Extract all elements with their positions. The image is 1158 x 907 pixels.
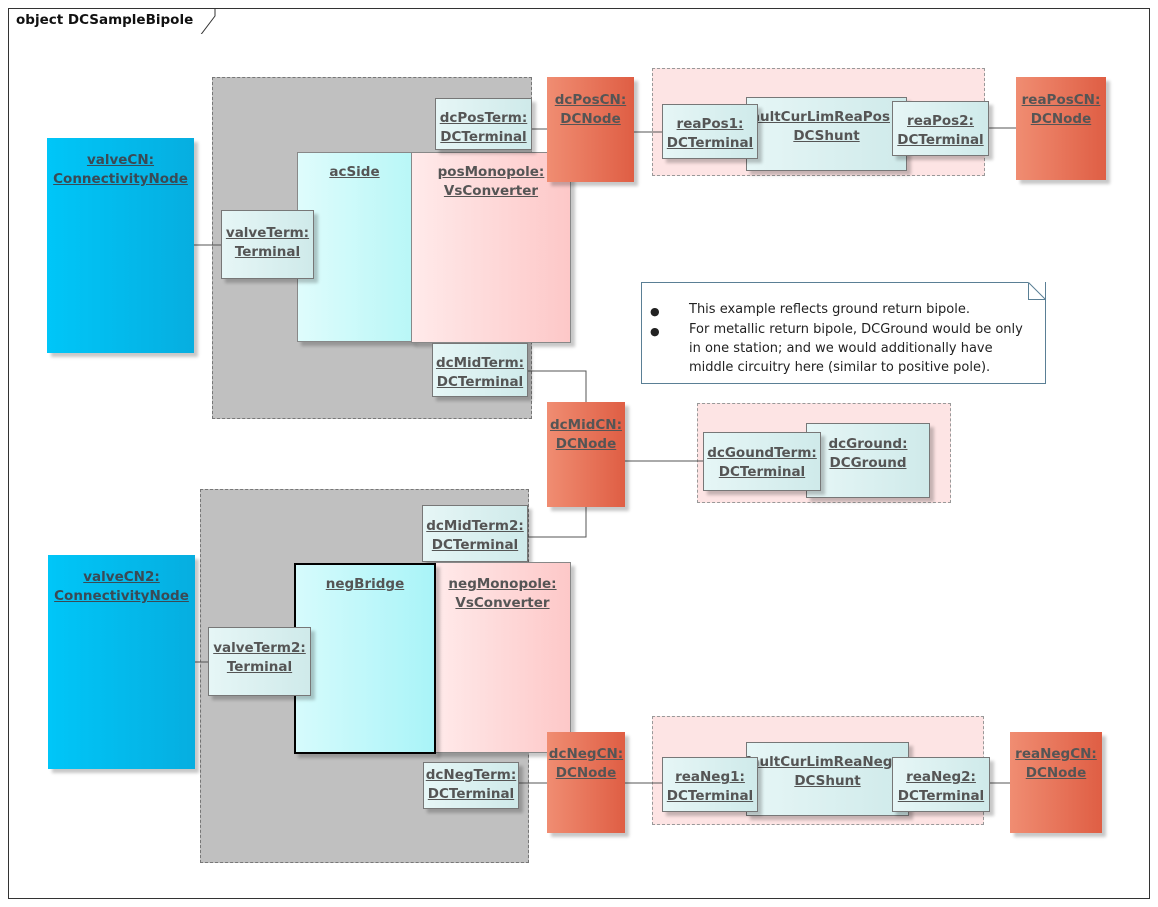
note-fold-icon (1028, 282, 1046, 300)
ac-side-object[interactable]: acSide (297, 152, 412, 342)
valve-term-terminal[interactable]: valveTerm:Terminal (221, 210, 314, 279)
dc-pos-cn-node[interactable]: dcPosCN:DCNode (547, 77, 634, 182)
pos-monopole-converter[interactable]: posMonopole:VsConverter (411, 152, 571, 343)
note-bullet-icon: ● (650, 325, 660, 338)
rea-neg-cn-node[interactable]: reaNegCN:DCNode (1010, 732, 1102, 833)
diagram-frame (8, 8, 1150, 899)
rea-pos1-terminal[interactable]: reaPos1:DCTerminal (662, 104, 758, 159)
note-line: in one station; and we would additionall… (689, 341, 993, 356)
dc-gound-term-terminal[interactable]: dcGoundTerm:DCTerminal (703, 432, 821, 491)
dc-mid-term2-terminal[interactable]: dcMidTerm2:DCTerminal (422, 505, 528, 562)
diagram-title: object DCSampleBipole (16, 12, 194, 28)
dc-mid-cn-node[interactable]: dcMidCN:DCNode (547, 402, 625, 507)
valve-term2-terminal[interactable]: valveTerm2:Terminal (208, 627, 311, 696)
note-box: ● This example reflects ground return bi… (641, 282, 1046, 384)
dc-mid-term-terminal[interactable]: dcMidTerm:DCTerminal (432, 343, 528, 397)
rea-pos2-terminal[interactable]: reaPos2:DCTerminal (892, 101, 989, 156)
note-line: This example reflects ground return bipo… (689, 302, 970, 317)
rea-pos-cn-node[interactable]: reaPosCN:DCNode (1016, 77, 1106, 180)
neg-monopole-converter[interactable]: negMonopole:VsConverter (434, 562, 571, 753)
dc-pos-term-terminal[interactable]: dcPosTerm:DCTerminal (435, 98, 532, 150)
note-line: For metallic return bipole, DCGround wou… (689, 322, 1023, 337)
note-bullet-icon: ● (650, 305, 660, 318)
valve-cn2-node[interactable]: valveCN2:ConnectivityNode (48, 555, 195, 769)
valve-cn-node[interactable]: valveCN:ConnectivityNode (47, 138, 194, 353)
rea-neg1-terminal[interactable]: reaNeg1:DCTerminal (662, 757, 758, 812)
dc-neg-cn-node[interactable]: dcNegCN:DCNode (547, 732, 625, 833)
frame-tab (8, 8, 216, 34)
dc-neg-term-terminal[interactable]: dcNegTerm:DCTerminal (423, 762, 519, 809)
rea-neg2-terminal[interactable]: reaNeg2:DCTerminal (892, 757, 990, 812)
note-line: middle circuitry here (similar to positi… (689, 360, 991, 375)
neg-bridge-object[interactable]: negBridge (294, 563, 436, 754)
dc-ground-object[interactable]: dcGround:DCGround (806, 423, 930, 498)
